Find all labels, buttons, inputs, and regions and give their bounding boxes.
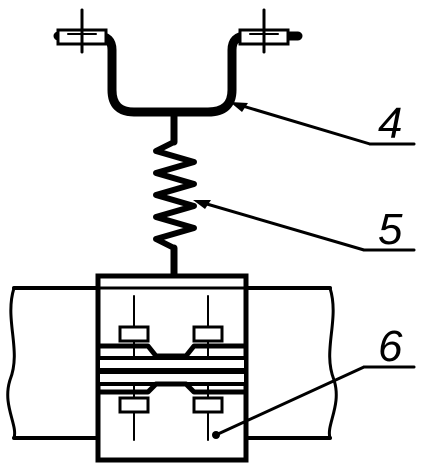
- callout-5: 5: [378, 205, 403, 254]
- callout-6: 6: [378, 322, 403, 371]
- spring: [153, 110, 197, 282]
- callout-4: 4: [378, 99, 402, 148]
- leader-clamp: [212, 365, 416, 439]
- hanger-bracket: [53, 8, 303, 117]
- pipe-clamp: [95, 273, 249, 463]
- leader-spring: [193, 200, 416, 252]
- leader-hanger: [230, 102, 416, 146]
